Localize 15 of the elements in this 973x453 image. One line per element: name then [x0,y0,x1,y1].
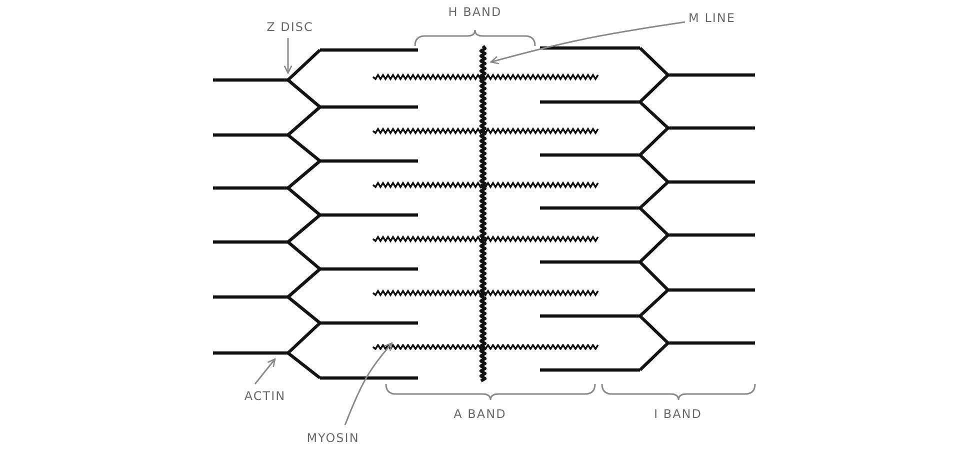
band-label: A BAND [454,407,506,421]
myosin-filament [372,344,599,350]
part-label: ACTIN [244,389,286,403]
band-label: H BAND [448,5,502,19]
part-label: Z DISC [266,20,314,34]
part-label: MYOSIN [306,431,360,445]
leader-line [284,38,292,74]
part-label: M LINE [688,11,736,25]
leader-line [254,358,276,384]
z-disc-line [286,48,322,380]
m-line [479,46,487,382]
actin-filament [213,351,288,355]
leader-line [344,342,393,426]
band-label: I BAND [654,407,702,421]
leader-line [490,21,686,64]
